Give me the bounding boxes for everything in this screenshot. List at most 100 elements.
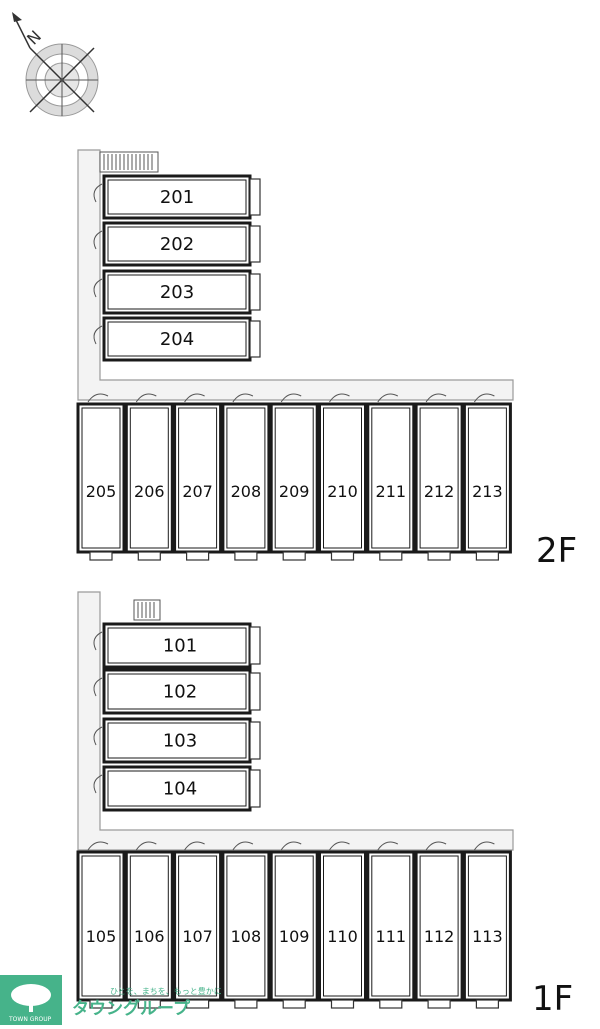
unit-109: 109 bbox=[269, 841, 319, 1009]
unit-106: 106 bbox=[124, 841, 174, 1009]
balcony bbox=[186, 999, 210, 1009]
unit-105: 105 bbox=[76, 841, 126, 1009]
logo-name: タウングループ bbox=[72, 998, 191, 1019]
unit-label: 212 bbox=[424, 482, 455, 501]
door-icon bbox=[425, 841, 447, 851]
compass-rose-icon bbox=[12, 12, 99, 117]
door-icon bbox=[93, 774, 103, 794]
unit-label: 202 bbox=[160, 234, 194, 255]
door-icon bbox=[135, 841, 157, 851]
unit-212: 212 bbox=[414, 393, 464, 561]
unit-label: 213 bbox=[472, 482, 503, 501]
compass: N bbox=[12, 12, 99, 117]
floor-label-2f: 2F bbox=[536, 531, 577, 571]
corridor-2f bbox=[77, 149, 514, 401]
balcony bbox=[475, 999, 499, 1009]
unit-label: 113 bbox=[472, 927, 503, 946]
unit-label: 105 bbox=[86, 927, 117, 946]
logo-tagline: ひとを、まちを、もっと豊かに bbox=[110, 986, 222, 996]
balcony bbox=[282, 999, 306, 1009]
unit-label: 209 bbox=[279, 482, 310, 501]
unit-113: 113 bbox=[462, 841, 512, 1009]
door-icon bbox=[93, 278, 103, 298]
unit-label: 110 bbox=[327, 927, 358, 946]
door-icon bbox=[232, 393, 254, 403]
balcony bbox=[249, 769, 261, 808]
unit-210: 210 bbox=[318, 393, 367, 561]
door-icon bbox=[473, 841, 495, 851]
balcony bbox=[249, 626, 261, 665]
balcony bbox=[330, 551, 355, 561]
balcony bbox=[249, 178, 261, 216]
door-icon bbox=[135, 393, 157, 403]
unit-label: 103 bbox=[163, 731, 197, 752]
unit-label: 111 bbox=[376, 927, 407, 946]
unit-label: 104 bbox=[163, 779, 197, 800]
balcony bbox=[137, 551, 161, 561]
door-icon bbox=[184, 841, 205, 851]
unit-label: 205 bbox=[86, 482, 117, 501]
unit-206: 206 bbox=[124, 393, 174, 561]
unit-label: 106 bbox=[134, 927, 165, 946]
unit-207: 207 bbox=[173, 393, 223, 561]
door-icon bbox=[93, 230, 103, 250]
unit-202: 202 bbox=[93, 221, 261, 267]
door-icon bbox=[87, 393, 109, 403]
door-icon bbox=[232, 841, 254, 851]
balcony bbox=[249, 273, 261, 311]
door-icon bbox=[280, 393, 302, 403]
unit-107: 107 bbox=[173, 841, 223, 1009]
door-icon bbox=[93, 631, 103, 651]
unit-label: 101 bbox=[163, 636, 197, 657]
unit-102: 102 bbox=[93, 668, 261, 715]
door-icon bbox=[329, 841, 350, 851]
floor-label-1f: 1F bbox=[532, 979, 573, 1019]
balcony bbox=[89, 551, 113, 561]
unit-203: 203 bbox=[93, 269, 261, 315]
unit-104: 104 bbox=[93, 765, 261, 812]
door-icon bbox=[93, 677, 103, 697]
balcony bbox=[234, 551, 258, 561]
balcony bbox=[89, 999, 113, 1009]
unit-209: 209 bbox=[269, 393, 319, 561]
logo-english: TOWN GROUP bbox=[8, 1016, 52, 1023]
balcony bbox=[379, 999, 403, 1009]
corridor-1f bbox=[77, 591, 514, 851]
balcony bbox=[282, 551, 306, 561]
north-label: N bbox=[23, 27, 45, 49]
balcony bbox=[330, 999, 355, 1009]
door-icon bbox=[93, 325, 103, 345]
unit-label: 210 bbox=[327, 482, 358, 501]
door-icon bbox=[329, 393, 350, 403]
unit-label: 102 bbox=[163, 682, 197, 703]
company-logo: TOWN GROUP ひとを、まちを、もっと豊かに タウングループ bbox=[0, 975, 222, 1025]
unit-label: 109 bbox=[279, 927, 310, 946]
door-icon bbox=[184, 393, 205, 403]
door-icon bbox=[87, 841, 109, 851]
balcony bbox=[186, 551, 210, 561]
unit-101: 101 bbox=[93, 622, 261, 669]
unit-label: 208 bbox=[231, 482, 262, 501]
tree-icon bbox=[11, 984, 51, 1012]
unit-label: 201 bbox=[160, 187, 194, 208]
balcony bbox=[427, 551, 451, 561]
door-icon bbox=[93, 183, 103, 203]
unit-205: 205 bbox=[76, 393, 126, 561]
unit-label: 107 bbox=[182, 927, 213, 946]
door-icon bbox=[93, 726, 103, 746]
balcony bbox=[249, 672, 261, 711]
unit-label: 203 bbox=[160, 282, 194, 303]
balcony bbox=[234, 999, 258, 1009]
unit-112: 112 bbox=[414, 841, 464, 1009]
balcony bbox=[137, 999, 161, 1009]
door-icon bbox=[280, 841, 302, 851]
unit-211: 211 bbox=[366, 393, 416, 561]
door-icon bbox=[377, 393, 399, 403]
unit-110: 110 bbox=[318, 841, 367, 1009]
unit-label: 211 bbox=[376, 482, 407, 501]
balcony bbox=[249, 721, 261, 760]
balcony bbox=[249, 225, 261, 263]
unit-108: 108 bbox=[221, 841, 271, 1009]
